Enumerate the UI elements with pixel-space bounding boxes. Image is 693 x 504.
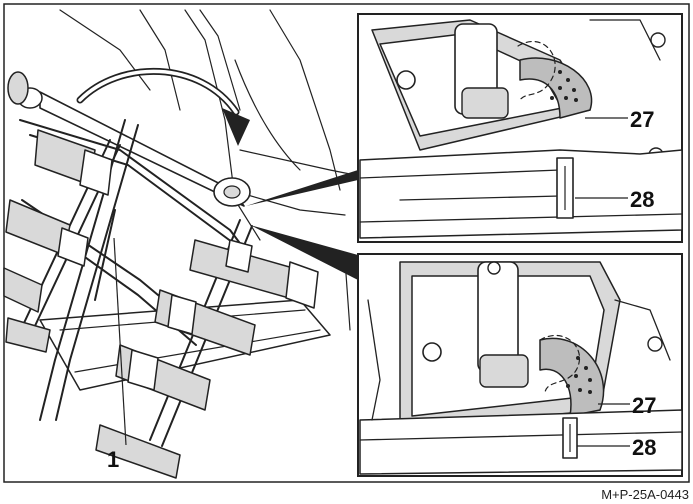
callout-bottom-lever: 27 [632,393,656,418]
main-view: 1 [3,9,356,479]
leader-line-1 [113,237,127,446]
vehicle-background [59,9,356,331]
detail-view-top: 27 28 [357,13,683,243]
tilt-bar [7,71,251,207]
detail-bottom-rail [359,299,683,475]
detail-bottom-teeth [566,356,592,394]
detail-connectors [246,170,358,280]
detail-top-rail [359,149,683,239]
detail-view-bottom: 27 28 [357,253,683,477]
wheel-holders [3,129,319,479]
detail-top-teeth [550,70,578,102]
callout-bottom-pin: 28 [632,435,656,460]
detail-top-lever [371,19,666,163]
callout-top-pin: 28 [630,187,654,212]
detail-bottom-lever [399,261,671,431]
curved-arrow-icon [76,67,250,146]
callout-rack: 1 [107,447,119,472]
figure-code: M+P-25A-0443 [601,487,689,502]
callout-top-lever: 27 [630,107,654,132]
